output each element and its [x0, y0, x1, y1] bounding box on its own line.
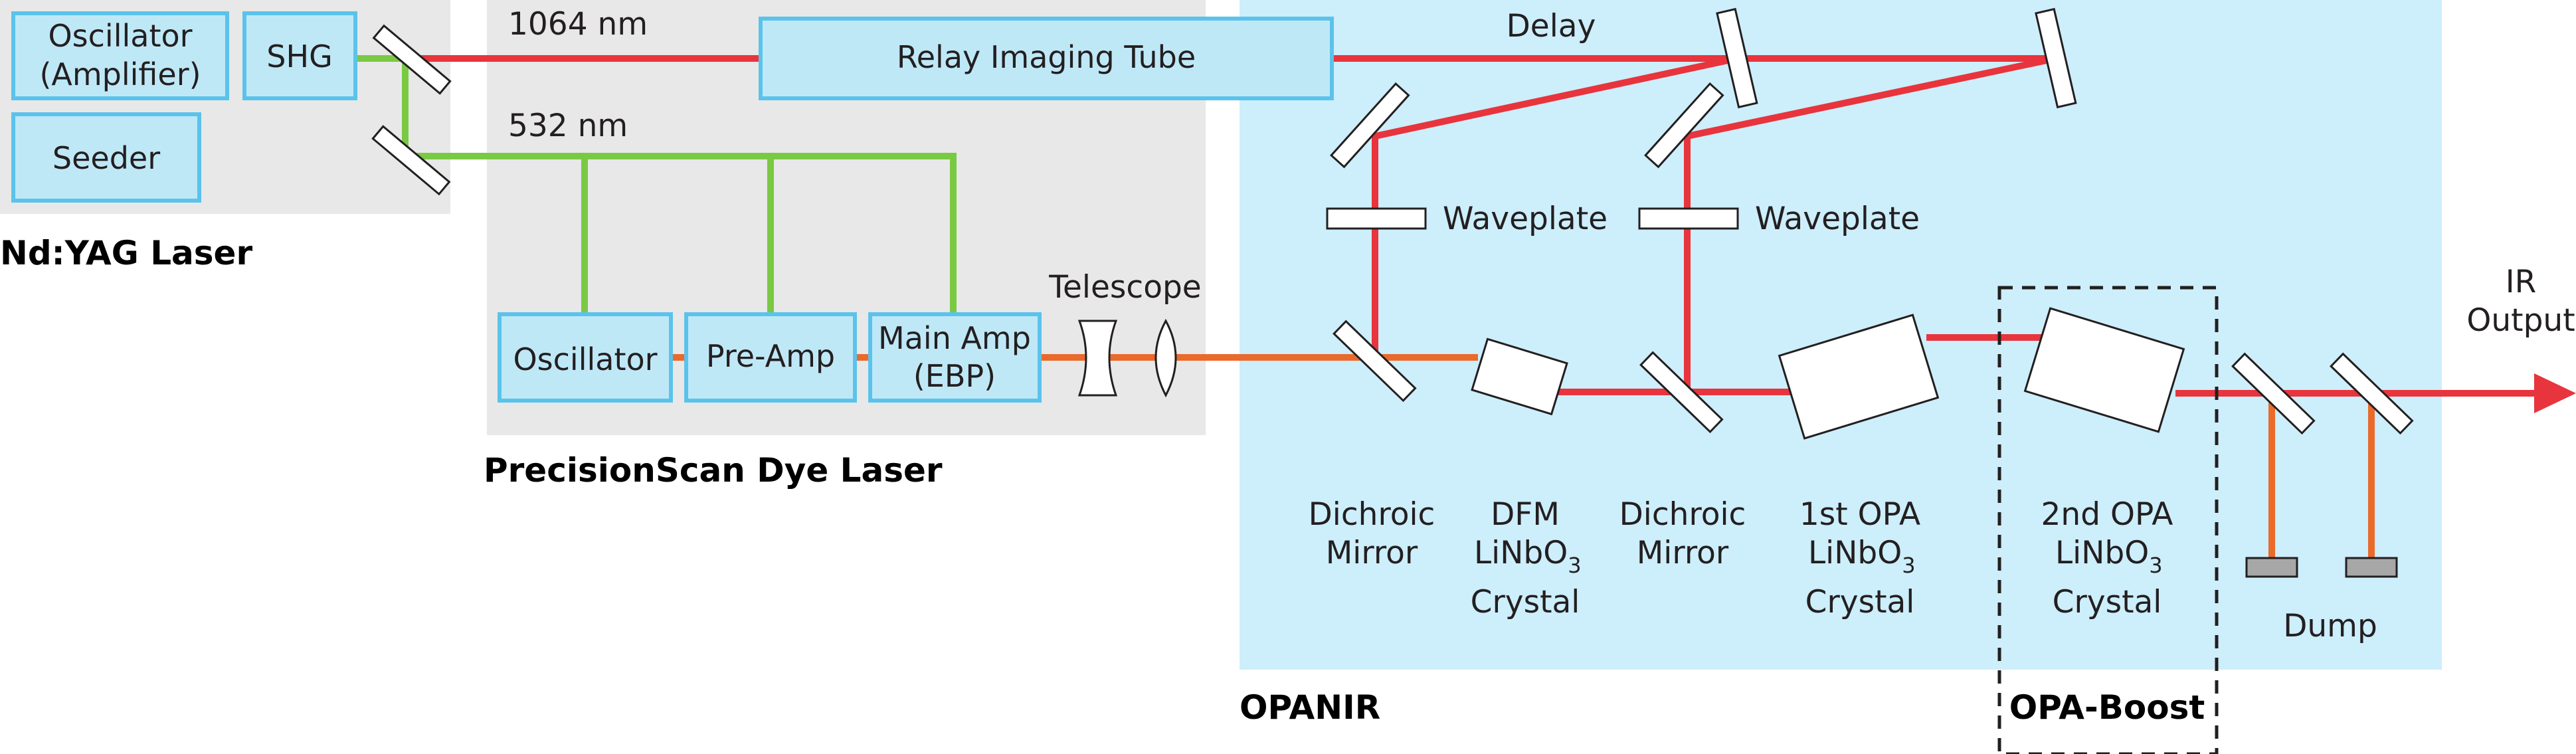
dye-oscillator-label: Oscillator: [513, 341, 657, 377]
telescope-convex-lens: [1154, 318, 1177, 398]
ir-output-arrowhead: [2534, 373, 2576, 413]
dfm-crystal: [1471, 337, 1568, 416]
dfm-label: DFM: [1491, 496, 1560, 533]
main-amp-box: Main Amp (EBP): [868, 312, 1042, 403]
beam-dump-1: [2245, 557, 2298, 578]
seeder-box: Seeder: [11, 112, 201, 203]
relay-imaging-tube: Relay Imaging Tube: [759, 17, 1334, 100]
dfm-material-text: LiNbO: [1474, 535, 1568, 571]
opa2-material-text: LiNbO: [2055, 535, 2149, 571]
dichroic-mirror-2: [1639, 351, 1724, 434]
delay-label: Delay: [1507, 8, 1596, 45]
shg-label: SHG: [266, 39, 332, 74]
ir-output-sublabel: Output: [2466, 302, 2575, 339]
dye-laser-title: PrecisionScan Dye Laser: [484, 451, 943, 490]
dump-mirror-2: [2330, 352, 2414, 435]
orange-beam: [671, 354, 2375, 561]
telescope-label: Telescope: [1048, 269, 1201, 306]
dichroic-1-label: Dichroic: [1309, 496, 1435, 533]
label-532nm: 532 nm: [508, 108, 628, 144]
dichroic-1-sublabel: Mirror: [1326, 535, 1418, 571]
opa1-label: 1st OPA: [1799, 496, 1920, 533]
nd-yag-oscillator-box: Oscillator (Amplifier): [11, 11, 229, 100]
opanir-panel: [1240, 0, 2442, 670]
dfm-material: LiNbO3: [1474, 535, 1582, 578]
dichroic-2-sublabel: Mirror: [1637, 535, 1729, 571]
separator-mirror-top: [372, 24, 452, 95]
waveplate-2: [1638, 207, 1739, 230]
opa1-material-text: LiNbO: [1808, 535, 1902, 571]
ir-output-label: IR: [2506, 264, 2537, 300]
delay-mirror-2: [2035, 7, 2077, 109]
pre-amp-box: Pre-Amp: [684, 312, 857, 403]
waveplate-2-label: Waveplate: [1755, 201, 1920, 237]
label-1064nm: 1064 nm: [508, 6, 648, 43]
dye-oscillator-box: Oscillator: [498, 312, 673, 403]
opa-boost-title: OPA-Boost: [2009, 688, 2205, 727]
nd-yag-oscillator-sublabel: (Amplifier): [39, 56, 201, 92]
dichroic-2-label: Dichroic: [1619, 496, 1746, 533]
nd-yag-title: Nd:YAG Laser: [0, 234, 252, 272]
opa1-material: LiNbO3: [1808, 535, 1916, 578]
opanir-title: OPANIR: [1240, 688, 1380, 727]
dichroic-mirror-1: [1333, 320, 1417, 403]
opa-boost-frame: [1997, 286, 2219, 754]
separator-mirror-bottom: [371, 125, 451, 196]
waveplate-1-label: Waveplate: [1443, 201, 1608, 237]
opa2-crystal: [2023, 307, 2185, 433]
nd-yag-oscillator-label: Oscillator: [48, 18, 192, 54]
steering-mirror-2: [1644, 82, 1724, 169]
dump-mirror-1: [2231, 352, 2316, 435]
dump-label: Dump: [2283, 608, 2377, 644]
main-amp-label: Main Amp: [878, 320, 1031, 356]
opa2-material: LiNbO3: [2055, 535, 2163, 578]
pre-amp-label: Pre-Amp: [706, 338, 835, 374]
waveplate-1: [1326, 207, 1427, 230]
opa1-material-subscript: 3: [1902, 553, 1915, 578]
relay-imaging-tube-label: Relay Imaging Tube: [897, 39, 1196, 75]
opa2-crystal-label: Crystal: [2053, 584, 2162, 620]
opa1-crystal-label: Crystal: [1805, 584, 1915, 620]
dfm-material-subscript: 3: [1568, 553, 1581, 578]
seeder-label: Seeder: [52, 140, 160, 176]
telescope-concave-lens: [1077, 320, 1118, 397]
opa2-material-subscript: 3: [2149, 553, 2162, 578]
green-beam: [355, 55, 957, 312]
steering-mirror-1: [1330, 82, 1410, 169]
beam-dump-2: [2345, 557, 2398, 578]
delay-mirror-1: [1716, 7, 1758, 109]
main-amp-sublabel: (EBP): [913, 358, 996, 394]
dfm-crystal-label: Crystal: [1471, 584, 1580, 620]
shg-box: SHG: [242, 11, 357, 100]
opa1-crystal: [1778, 314, 1940, 440]
opa2-label: 2nd OPA: [2041, 496, 2173, 533]
